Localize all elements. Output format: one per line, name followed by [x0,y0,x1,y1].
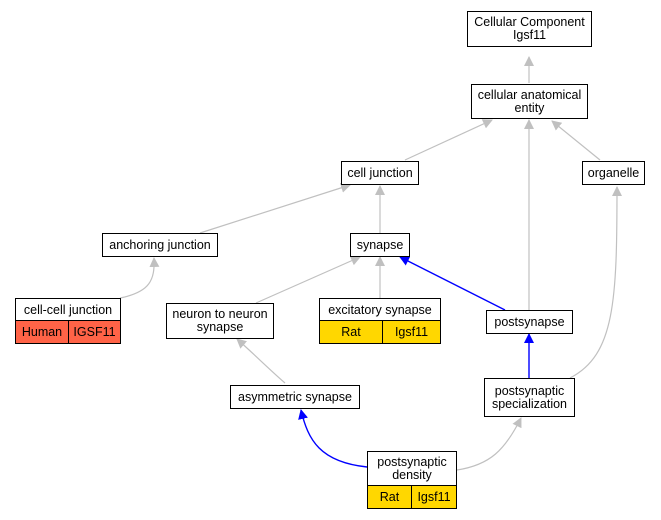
node-cellular-component[interactable]: Cellular Component Igsf11 [467,11,592,47]
node-title: cell-cell junction [15,298,121,321]
node-line: postsynaptic [494,383,565,398]
species-label: Rat [341,325,361,339]
edge-n2n-to-synapse [255,256,361,304]
node-line: Igsf11 [512,28,547,42]
node-line: postsynapse [494,314,565,329]
node-line: cellular anatomical [477,87,582,102]
node-synapse[interactable]: synapse [350,233,410,257]
node-title: excitatory synapse [319,298,441,321]
node-line: postsynaptic [377,455,447,469]
gene-label: Igsf11 [411,486,456,508]
node-line: neuron to neuron [172,307,268,321]
node-asymmetric-synapse[interactable]: asymmetric synapse [230,385,360,409]
annotation-row: Human IGSF11 [15,320,121,344]
species-label: Rat [379,490,400,504]
node-title: postsynaptic density [367,451,457,486]
species-label: Human [21,325,63,339]
node-postsynaptic-specialization[interactable]: postsynaptic specialization [484,378,575,417]
edge-density-to-asymmetric [298,409,368,468]
gene-label: IGSF11 [68,321,120,343]
node-cell-cell-junction[interactable]: cell-cell junction Human IGSF11 [15,298,121,344]
node-line: organelle [587,165,640,180]
node-line: asymmetric synapse [238,389,352,404]
edge-asymmetric-to-n2n [236,338,286,384]
node-postsynaptic-density[interactable]: postsynaptic density Rat Igsf11 [367,451,457,509]
node-excitatory-synapse[interactable]: excitatory synapse Rat Igsf11 [319,298,441,344]
node-anchoring-junction[interactable]: anchoring junction [102,233,218,257]
annotation-row: Rat Igsf11 [367,485,457,509]
node-line: Cellular Component [474,15,585,29]
node-line: anchoring junction [109,237,211,252]
node-line: synapse [356,237,404,252]
node-line: synapse [196,320,244,334]
node-line: entity [514,100,545,115]
edge-anchoring-to-celljunction [199,182,351,234]
node-line: cell junction [347,165,413,180]
gene-label: Igsf11 [382,321,440,343]
edge-celljunction-to-cae [404,119,493,161]
node-line: specialization [491,396,568,411]
node-cell-junction[interactable]: cell junction [341,161,419,185]
node-organelle[interactable]: organelle [582,161,645,185]
node-neuron-to-neuron-synapse[interactable]: neuron to neuron synapse [166,303,274,339]
node-postsynapse[interactable]: postsynapse [486,310,573,334]
edge-organelle-to-cae [551,120,601,161]
node-line: density [392,468,432,482]
edge-postsynapse-to-synapse [399,256,506,311]
annotation-row: Rat Igsf11 [319,320,441,344]
node-cellular-anatomical-entity[interactable]: cellular anatomical entity [471,84,588,119]
edge-cellcell-to-anchoring [119,257,160,299]
edge-specialization-to-organelle [569,186,622,379]
edge-density-to-specialization [456,417,522,471]
